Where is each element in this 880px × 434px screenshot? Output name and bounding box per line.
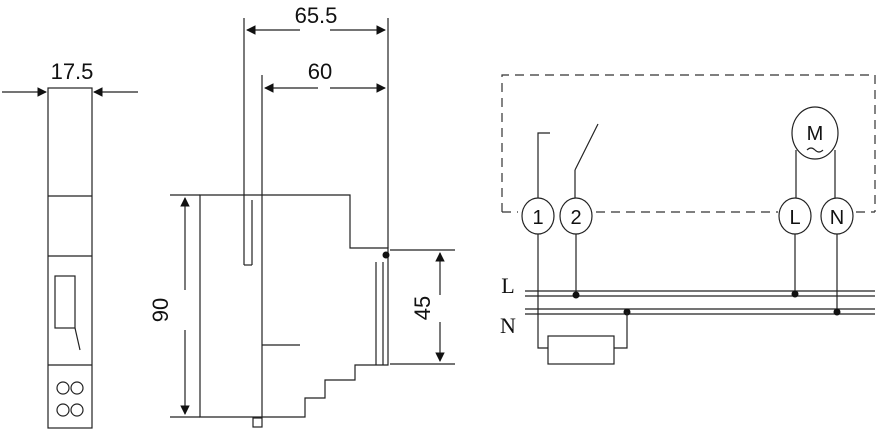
- depth-body-label: 60: [308, 59, 332, 84]
- side-clip-foot: [252, 417, 263, 428]
- height-front-label: 45: [410, 296, 435, 320]
- side-view: 65.5 60 90 45: [148, 3, 455, 428]
- terminal-1-label: 1: [532, 207, 543, 229]
- height-total-label: 90: [148, 298, 173, 322]
- terminal-n-label: N: [830, 207, 844, 229]
- wire-t1-to-load: [537, 234, 548, 349]
- junction-dot: [833, 308, 841, 316]
- wire-load-to-neutral: [614, 312, 628, 349]
- side-clip-dot: [382, 251, 390, 259]
- front-view: 17.5: [2, 59, 138, 429]
- switch-fixed-contact: [537, 132, 550, 198]
- load-symbol: [547, 335, 615, 365]
- front-screw-hole: [56, 381, 70, 395]
- front-screw-hole: [70, 381, 84, 395]
- motor-ac-tilde: [806, 147, 824, 153]
- front-screw-hole: [70, 403, 84, 417]
- device-enclosure-dashed: [501, 74, 876, 212]
- junction-dot: [791, 290, 799, 298]
- motor-label: M: [807, 123, 824, 145]
- motor-symbol: [791, 106, 839, 160]
- neutral-rail-label: N: [500, 313, 516, 338]
- side-body-outline: [199, 194, 389, 418]
- wiring-diagram: M 1 2 L N L N: [500, 74, 876, 365]
- junction-dot: [572, 291, 580, 299]
- front-switch-lever: [74, 327, 81, 351]
- depth-total-label: 65.5: [295, 3, 338, 28]
- width-label: 17.5: [51, 59, 94, 84]
- front-screw-hole: [56, 403, 70, 417]
- front-body-outline: [47, 87, 93, 429]
- terminal-l-label: L: [789, 207, 800, 229]
- switch-blade: [574, 123, 599, 171]
- terminal-2-label: 2: [570, 207, 581, 229]
- line-rail-label: L: [501, 273, 514, 298]
- front-switch-window: [54, 275, 76, 329]
